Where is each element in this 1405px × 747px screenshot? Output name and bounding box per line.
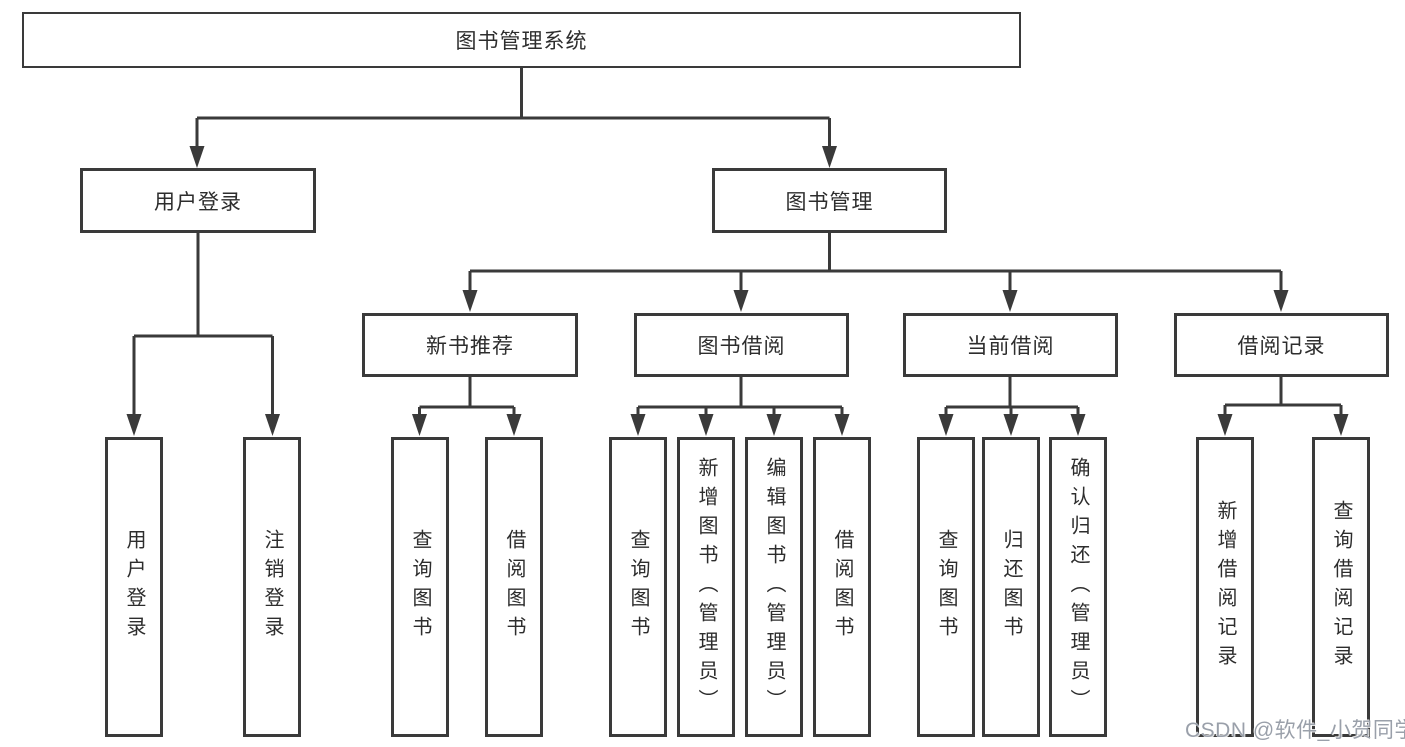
leaf-borrow-query-book-label: 查询图书 [627, 529, 649, 645]
node-book-management: 图书管理 [712, 168, 947, 233]
leaf-current-query-book: 查询图书 [917, 437, 975, 737]
leaf-current-confirm-return-admin-label: 确认归还（管理员） [1067, 456, 1089, 718]
leaf-records-add-record-label: 新增借阅记录 [1214, 500, 1236, 674]
leaf-borrow-query-book: 查询图书 [609, 437, 667, 737]
leaf-user-login-label: 用户登录 [123, 529, 145, 645]
leaf-logout: 注销登录 [243, 437, 301, 737]
leaf-records-query-record: 查询借阅记录 [1312, 437, 1370, 737]
leaf-current-confirm-return-admin: 确认归还（管理员） [1049, 437, 1107, 737]
node-book-management-label: 图书管理 [785, 190, 874, 214]
node-root-label: 图书管理系统 [455, 30, 588, 53]
node-root: 图书管理系统 [22, 12, 1021, 68]
leaf-logout-label: 注销登录 [261, 529, 283, 645]
node-borrow-records-label: 借阅记录 [1237, 335, 1326, 358]
leaf-borrow-edit-book-admin: 编辑图书（管理员） [745, 437, 803, 737]
node-current-borrow: 当前借阅 [903, 313, 1118, 377]
leaf-records-add-record: 新增借阅记录 [1196, 437, 1254, 737]
leaf-current-query-book-label: 查询图书 [935, 529, 957, 645]
node-user-login-label: 用户登录 [154, 190, 242, 214]
leaf-recommend-query-book-label: 查询图书 [409, 529, 431, 645]
leaf-borrow-add-book-admin-label: 新增图书（管理员） [695, 456, 717, 718]
leaf-user-login: 用户登录 [105, 437, 163, 737]
leaf-borrow-edit-book-admin-label: 编辑图书（管理员） [763, 456, 785, 718]
node-new-book-recommend: 新书推荐 [362, 313, 578, 377]
node-current-borrow-label: 当前借阅 [966, 335, 1055, 358]
leaf-recommend-query-book: 查询图书 [391, 437, 449, 737]
node-book-borrow-label: 图书借阅 [697, 335, 786, 358]
leaf-current-return-book-label: 归还图书 [1000, 529, 1022, 645]
leaf-borrow-add-book-admin: 新增图书（管理员） [677, 437, 735, 737]
node-new-book-recommend-label: 新书推荐 [426, 335, 514, 358]
node-user-login: 用户登录 [80, 168, 316, 233]
leaf-recommend-borrow-book: 借阅图书 [485, 437, 543, 737]
leaf-recommend-borrow-book-label: 借阅图书 [503, 529, 525, 645]
leaf-current-return-book: 归还图书 [982, 437, 1040, 737]
node-borrow-records: 借阅记录 [1174, 313, 1389, 377]
leaf-records-query-record-label: 查询借阅记录 [1330, 500, 1352, 674]
leaf-borrow-borrow-book-label: 借阅图书 [831, 529, 853, 645]
csdn-watermark: CSDN @软件_小贺同学 [1185, 719, 1405, 742]
leaf-borrow-borrow-book: 借阅图书 [813, 437, 871, 737]
node-book-borrow: 图书借阅 [634, 313, 849, 377]
